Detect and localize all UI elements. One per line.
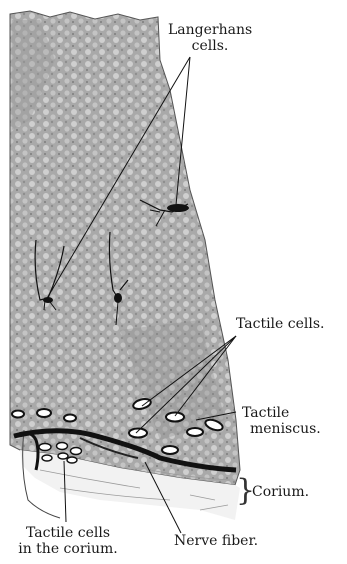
label-langerhans-line2: cells. (168, 38, 252, 54)
label-langerhans-line1: Langerhans (168, 22, 252, 38)
label-tactile-cells-corium: Tactile cells in the corium. (12, 525, 124, 557)
label-nerve-fiber: Nerve fiber. (174, 533, 258, 549)
label-tactile-cells: Tactile cells. (236, 316, 324, 332)
label-tactile-meniscus-line2: meniscus. (238, 421, 321, 437)
label-tactile-meniscus: Tactile meniscus. (238, 405, 321, 437)
label-langerhans-cells: Langerhans cells. (168, 22, 252, 54)
label-tactile-meniscus-line1: Tactile (238, 405, 321, 421)
label-corium: Corium. (252, 484, 309, 500)
label-tactile-corium-line2: in the corium. (12, 541, 124, 557)
label-tactile-corium-line1: Tactile cells (12, 525, 124, 541)
